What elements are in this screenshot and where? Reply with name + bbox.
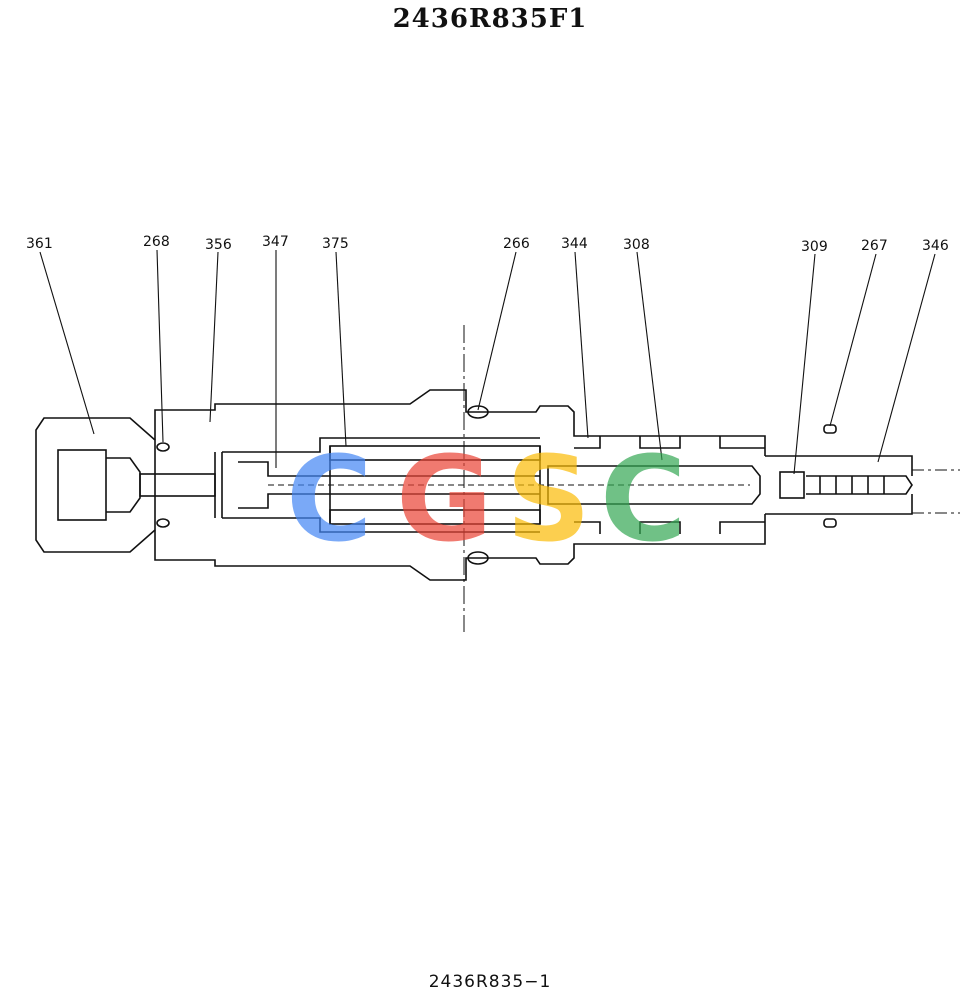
part-label-344: 344 (561, 236, 588, 252)
o-ring-267-upper (823, 424, 837, 434)
sleeve-344 (574, 436, 765, 449)
o-ring-268-upper (156, 442, 170, 452)
part-label-266: 266 (503, 236, 530, 252)
plunger-stem (139, 473, 216, 497)
valve-body-upper (154, 389, 766, 456)
cap-bore (57, 449, 107, 521)
end-cap-361 (35, 417, 156, 553)
o-ring-267-lower (823, 518, 837, 528)
part-label-308: 308 (623, 237, 650, 253)
poppet-308 (547, 465, 761, 505)
valve-body-lower (154, 514, 766, 581)
spool-347 (238, 461, 540, 509)
watermark-letter: S (506, 430, 591, 568)
o-ring-268-lower (156, 518, 170, 528)
watermark: C G S C (286, 430, 687, 568)
part-label-268: 268 (143, 234, 170, 250)
drawing-footer: 2436R835−1 (428, 972, 552, 992)
valve-assembly (35, 325, 960, 632)
plug-346 (765, 455, 913, 515)
part-label-267: 267 (861, 238, 888, 254)
o-ring-266-lower (467, 551, 489, 565)
set-screw-309 (779, 471, 805, 499)
part-label-375: 375 (322, 236, 349, 252)
part-labels: 361 268 356 347 375 266 344 308 309 267 … (26, 234, 949, 255)
o-ring-266-upper (467, 405, 489, 419)
drawing-title: 2436R835F1 (392, 4, 588, 34)
part-label-356: 356 (205, 237, 232, 253)
leader-lines (39, 249, 936, 475)
watermark-letter: C (600, 430, 687, 568)
part-label-361: 361 (26, 236, 53, 252)
plug-thread (806, 475, 913, 495)
body-inner-left (222, 437, 540, 533)
watermark-letter: C (286, 430, 373, 568)
part-label-346: 346 (922, 238, 949, 254)
part-label-309: 309 (801, 239, 828, 255)
part-label-347: 347 (262, 234, 289, 250)
watermark-letter: G (396, 430, 493, 568)
cap-nose (106, 457, 141, 513)
